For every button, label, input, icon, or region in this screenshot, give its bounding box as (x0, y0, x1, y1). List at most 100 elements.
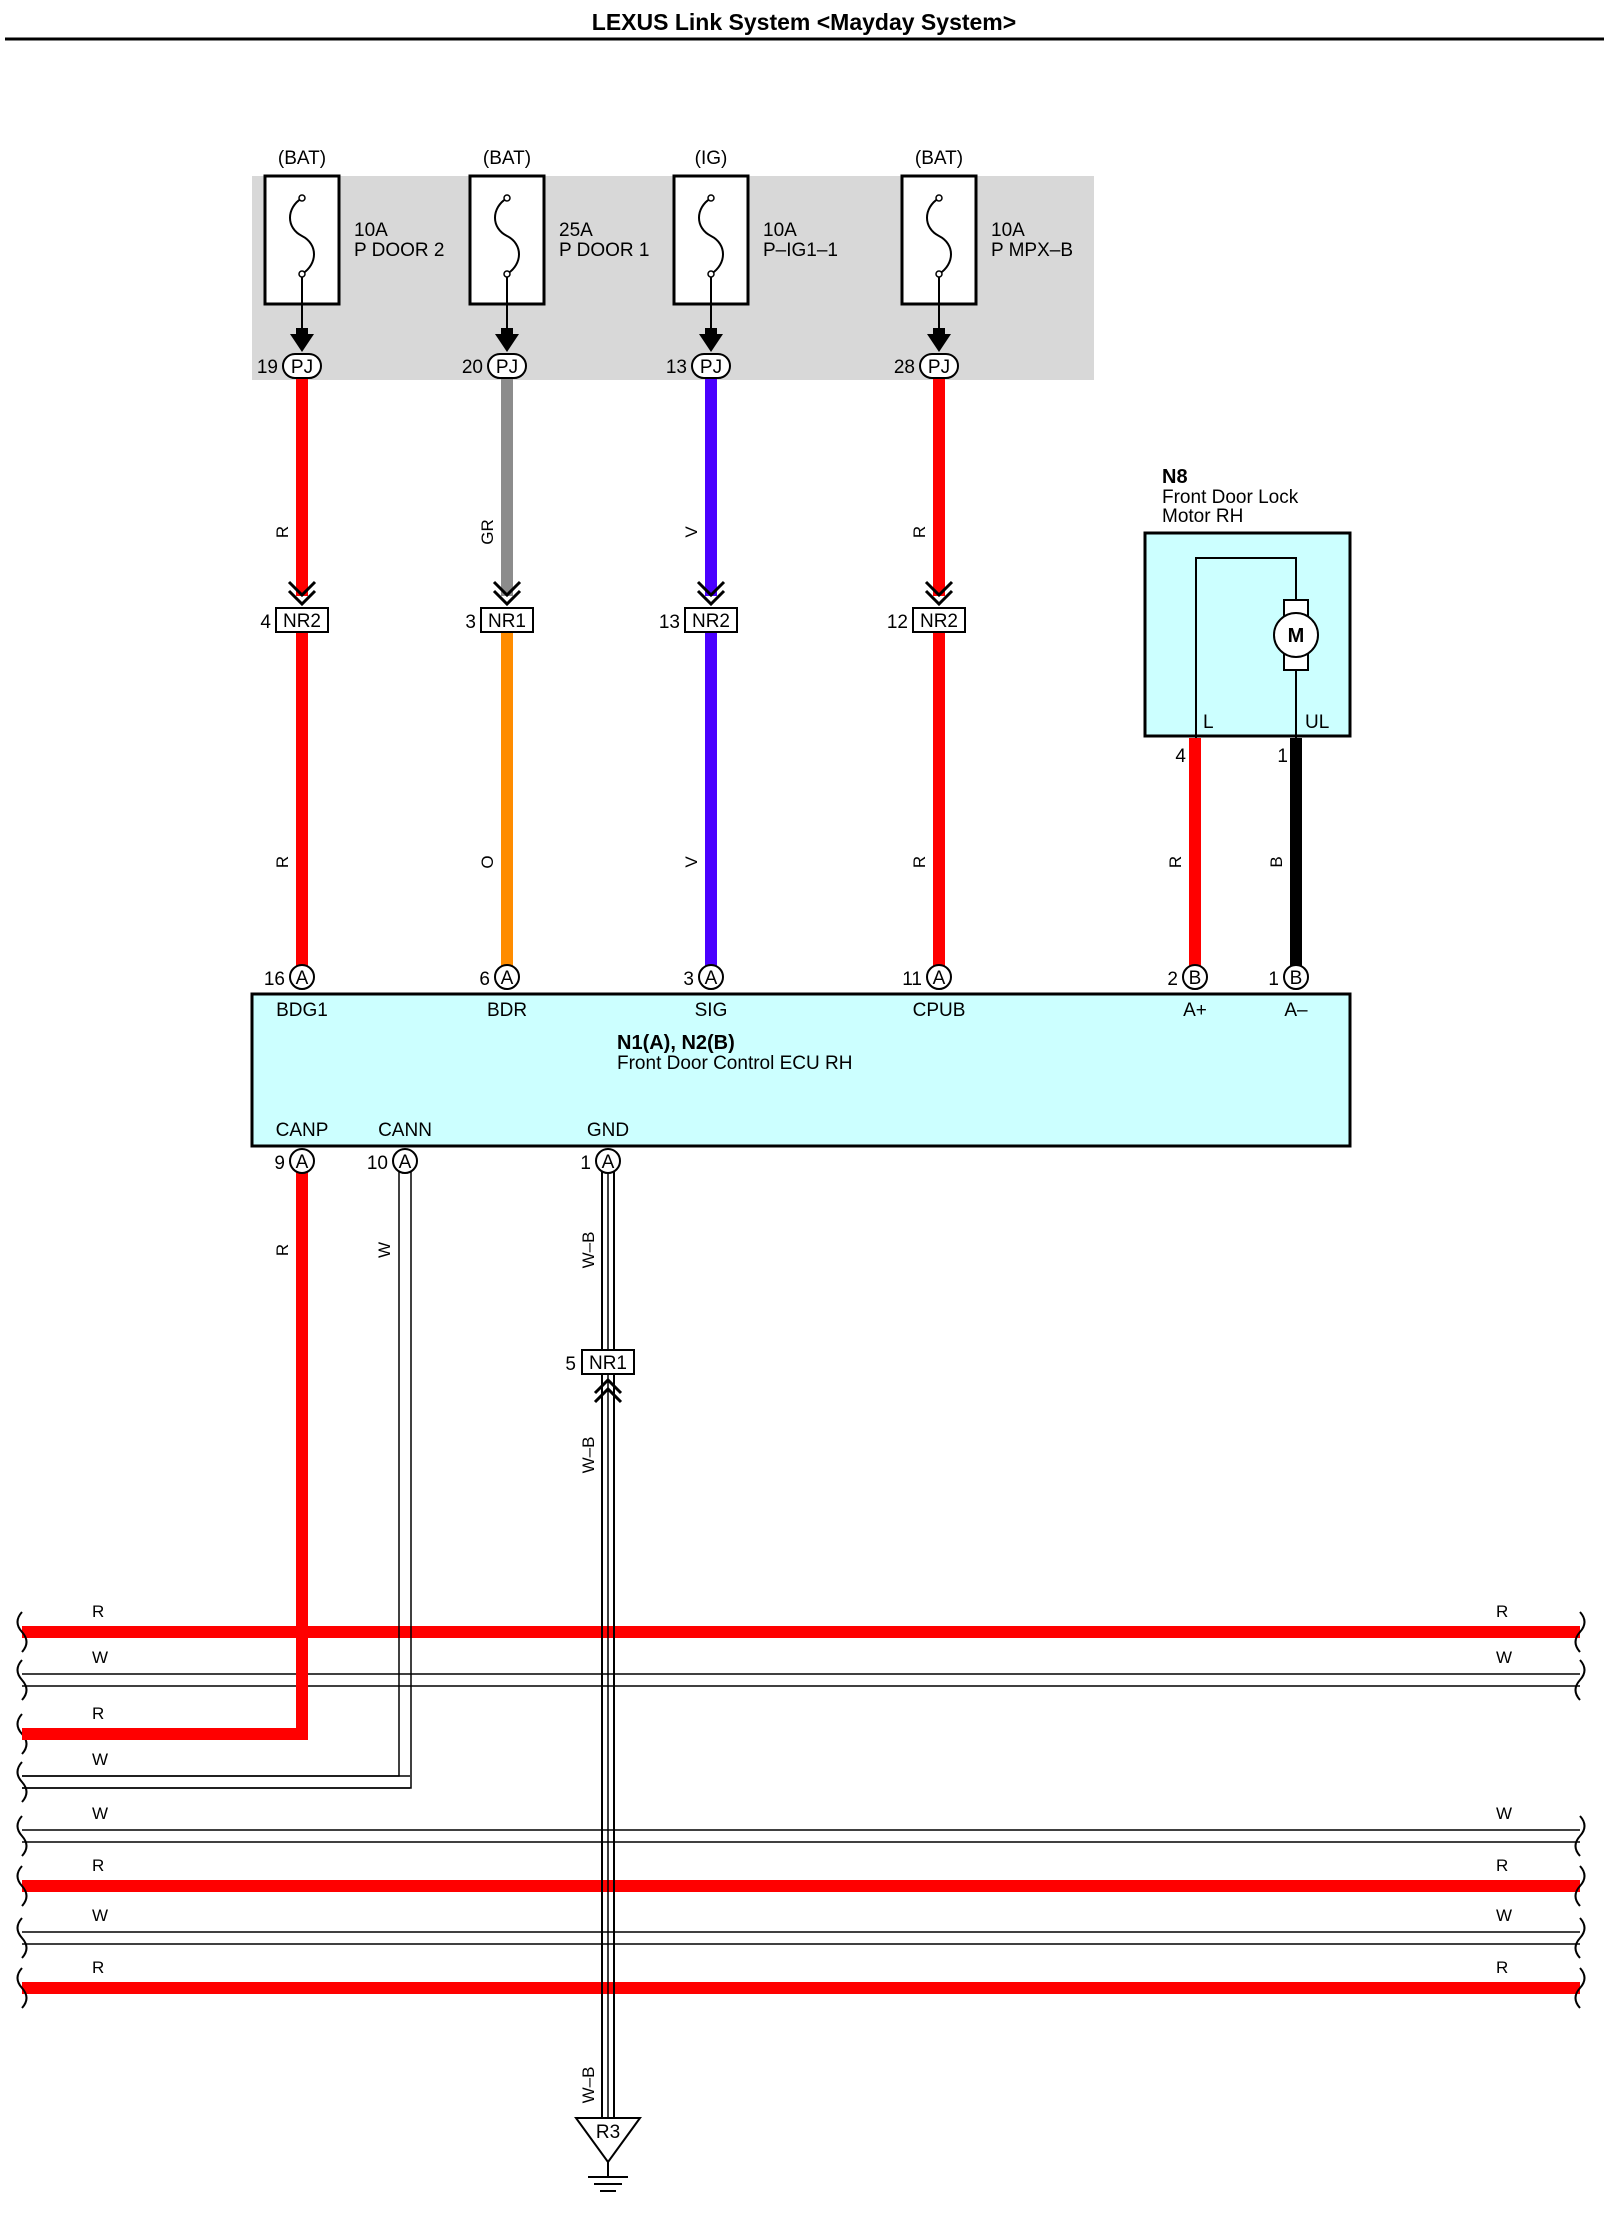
ecu-bottom-terminal-2-label: GND (587, 1120, 629, 1141)
fuse-1-arrow-stem (501, 328, 513, 336)
can-wire-0 (22, 1170, 308, 1740)
bus-line-1-right-label: W (1496, 1648, 1512, 1667)
fuse-0-connector (282, 353, 322, 379)
can-wire-1-left (22, 1170, 400, 1777)
fuse-3-name: P MPX–B (991, 240, 1073, 261)
bus-break-mark (16, 1611, 28, 1653)
ecu-top-terminal-1-pin: 6 (479, 969, 490, 990)
junction-0-connector-label: NR2 (283, 611, 321, 632)
bus-line-7-right-label: R (1496, 1958, 1508, 1977)
ecu-top-terminal-3-label: CPUB (913, 1000, 966, 1021)
fuse-2-connector-label: PJ (700, 357, 722, 378)
lower-wire-0-label: R (273, 856, 292, 868)
ground-symbol: R3 (574, 2117, 642, 2192)
door-lock-motor (1143, 531, 1352, 738)
ecu-top-terminal-5-label: A– (1284, 1000, 1308, 1021)
motor-symbol: M (1288, 625, 1305, 647)
lower-wire-2-label: V (682, 856, 701, 868)
motor-icon (1273, 612, 1319, 658)
wires (22, 378, 1302, 2118)
ecu-bottom-terminal-0 (289, 1148, 315, 1174)
ecu-bottom-terminal-0-label: A (296, 1152, 309, 1173)
front-door-control-ecu (250, 992, 1352, 1148)
motor-name-line1: Front Door Lock (1162, 487, 1299, 508)
fuse-2-arrow-icon (699, 334, 723, 352)
bus-line-1-left-label: W (92, 1648, 108, 1667)
junction-0-pin: 4 (260, 612, 271, 633)
ecu-top-terminal-1 (494, 964, 520, 990)
motor-terminal-pin-ul: 1 (1277, 746, 1288, 767)
ecu-top-terminal-3-label: A (933, 968, 946, 989)
ecu-top-terminal-0-label: A (296, 968, 309, 989)
junction-1-connector-label: NR1 (488, 611, 526, 632)
ecu-top-terminal-1-label: A (501, 968, 514, 989)
fuse-3-bottom-dot (935, 270, 943, 278)
junction-2-chevron-0 (696, 589, 726, 607)
fuse-3-arrow-icon (927, 334, 951, 352)
ecu-bottom-terminal-2-label: A (602, 1152, 615, 1173)
bus-line-5-left-label: R (92, 1856, 104, 1875)
fuse-2-pin: 13 (666, 357, 687, 378)
lower-wire-5-label: B (1267, 856, 1286, 867)
junction-1-chevron-0 (492, 589, 522, 607)
bus-break-mark (1574, 1967, 1586, 2009)
fuse-2-rating: 10A (763, 220, 797, 241)
fuse-3-pin: 28 (894, 357, 915, 378)
ecu-top-terminal-0-pin: 16 (264, 969, 285, 990)
ecu-bottom-terminal-0-pin: 9 (274, 1153, 285, 1174)
ecu-bottom-terminal-1-label: A (399, 1152, 412, 1173)
bus-line-7-left-label: R (92, 1958, 104, 1977)
ecu-top-terminal-4-label: A+ (1183, 1000, 1207, 1021)
bus-break-mark (1574, 1815, 1586, 1857)
ground-junction-pin: 5 (565, 1354, 576, 1375)
bus-line-4-right-label: W (1496, 1804, 1512, 1823)
ecu-bottom-terminal-2-pin: 1 (580, 1153, 591, 1174)
ecu-bottom-terminal-1 (392, 1148, 418, 1174)
ground-wire-label-1: W–B (579, 1232, 598, 1269)
bus-break-mark (16, 1659, 28, 1701)
fuse-0-top-dot (298, 194, 306, 202)
can-wire-1-label: W (375, 1242, 394, 1258)
bus-line-2-left-label: R (92, 1704, 104, 1723)
can-wire-1-right (22, 1170, 412, 1789)
fuse-2-name: P–IG1–1 (763, 240, 838, 261)
fuse-0-bottom-dot (298, 270, 306, 278)
ecu-top-terminal-5-label: B (1290, 968, 1303, 989)
ecu-top-terminal-4-pin: 2 (1167, 969, 1178, 990)
fuse-1-name: P DOOR 1 (559, 240, 649, 261)
junction-2-connector-label: NR2 (692, 611, 730, 632)
fuse-0-rating: 10A (354, 220, 388, 241)
fuse-1-top-dot (503, 194, 511, 202)
ground-wire-label-3: W–B (579, 2067, 598, 2104)
fuse-3-connector (919, 353, 959, 379)
fuse-3-arrow-stem (933, 328, 945, 336)
fuse-1-source: (BAT) (483, 148, 531, 169)
junction-0-chevron-0 (287, 589, 317, 607)
upper-wire-1-label: GR (478, 519, 497, 545)
fuse-2-arrow-stem (705, 328, 717, 336)
bus-break-mark (1574, 1659, 1586, 1701)
ground-junction-connector-label: NR1 (589, 1353, 627, 1374)
bus-line-5-right-label: R (1496, 1856, 1508, 1875)
ecu-top-terminal-4 (1182, 964, 1208, 990)
motor-terminal-label-ul: UL (1305, 712, 1329, 733)
ecu-top-terminal-5-pin: 1 (1268, 969, 1279, 990)
fuse-3-source: (BAT) (915, 148, 963, 169)
ecu-bottom-terminal-2 (595, 1148, 621, 1174)
bus-break-mark (1574, 1865, 1586, 1907)
motor-code: N8 (1162, 466, 1188, 488)
fuse-0-connector-label: PJ (291, 357, 313, 378)
fuse-3-top-dot (935, 194, 943, 202)
ecu-top-terminal-0 (289, 964, 315, 990)
lower-wire-3-label: R (910, 856, 929, 868)
fuse-2-source: (IG) (695, 148, 728, 169)
junction-2-pin: 13 (659, 612, 680, 633)
motor-terminal-pin-l: 4 (1175, 746, 1186, 767)
lower-wire-1-label: O (478, 855, 497, 868)
ground-junction-chevron-0 (593, 1377, 623, 1395)
ecu-top-terminal-1-label: BDR (487, 1000, 527, 1021)
fuse-1-pin: 20 (462, 357, 483, 378)
ecu-top-terminal-2-label: A (705, 968, 718, 989)
